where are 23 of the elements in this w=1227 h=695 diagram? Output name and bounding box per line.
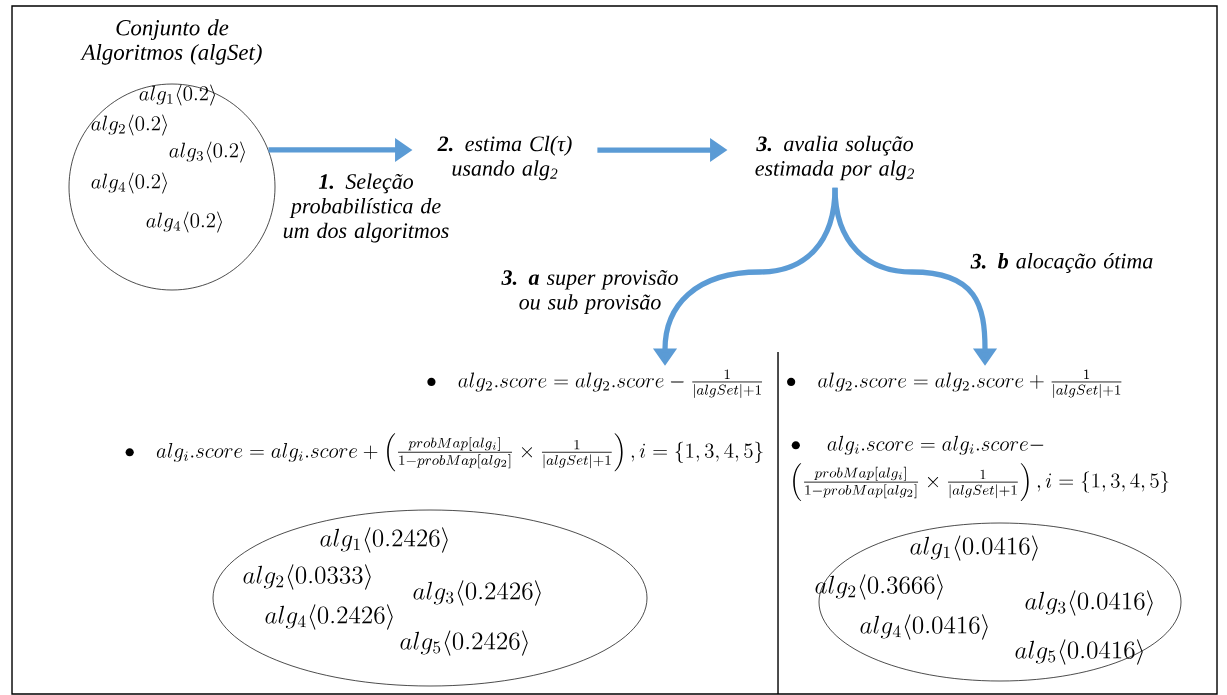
algorithm-entry: $alg_4\langle 0.2\rangle$ <box>91 172 167 194</box>
formula: $\begin{aligned}&\bullet\quad alg_i.score = alg_i.score -\\ &\left(\tfrac{probMap[alg_i]}{1-probMap[alg_2]} \times \tfrac{1}{|algSet|+1}\right), i = \{1,3,4,5\}\end{aligned}$ <box>791 435 1169 502</box>
algorithm-entry: $alg_1\langle 0.2\rangle$ <box>139 84 215 106</box>
algorithm-entry: $alg_2\langle 0.2\rangle$ <box>91 114 167 136</box>
step-text: 3. avalia solução estimada por alg$_{2}$ <box>755 135 915 181</box>
algorithm-entry: $alg_4\langle 0.2\rangle$ <box>146 211 222 233</box>
algorithm-entry: $alg_3\langle 0.0416\rangle$ <box>1025 590 1153 616</box>
formula: $\bullet\quad alg_2.score = alg_2.score - \frac{1}{|algSet|+1}$ <box>427 369 763 398</box>
algorithm-entry: $alg_2\langle 0.3666\rangle$ <box>815 574 943 600</box>
edge-label: 3. b alocação ótima <box>970 253 1153 273</box>
algorithm-entry: $alg_4\langle 0.2426\rangle$ <box>265 604 393 630</box>
edge-label: 3. a super provisão ou sub provisão <box>501 270 678 315</box>
algorithm-entry: $alg_5\langle 0.2426\rangle$ <box>400 630 528 656</box>
algorithm-entry: $alg_1\langle 0.0416\rangle$ <box>910 535 1038 561</box>
algorithm-entry: $alg_1\langle 0.2426\rangle$ <box>320 527 448 553</box>
algorithm-entry: $alg_5\langle 0.0416\rangle$ <box>1015 639 1143 665</box>
algorithm-entry: $alg_2\langle 0.0333\rangle$ <box>243 564 371 590</box>
set-heading: Conjunto de Algoritmos (algSet) <box>80 19 262 65</box>
formula: $\bullet\quad alg_2.score = alg_2.score + \frac{1}{|algSet|+1}$ <box>787 369 1122 398</box>
algorithm-entry: $alg_4\langle 0.0416\rangle$ <box>860 614 988 640</box>
algorithm-entry: $alg_3\langle 0.2426\rangle$ <box>413 580 541 606</box>
formula: $\bullet\quad alg_i.score = alg_i.score + \left(\frac{probMap[alg_i]}{1-probMap[alg_2]} \times \frac{1}{|algSet|+1}\right), i = \{1,3,4,5\}$ <box>125 433 763 472</box>
algorithm-entry: $alg_3\langle 0.2\rangle$ <box>169 141 245 163</box>
